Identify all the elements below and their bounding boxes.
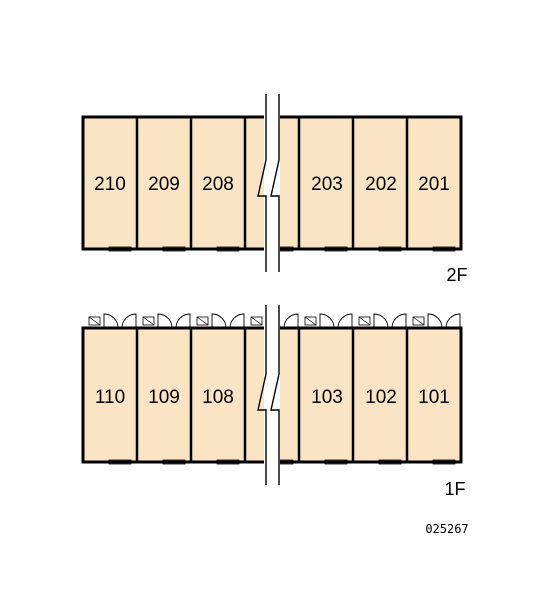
floor-2f-break — [257, 94, 280, 272]
floor-1f-block: 110 109 108 103 102 101 1F — [81, 305, 466, 499]
door-swing — [157, 313, 173, 329]
door-swing — [427, 313, 443, 329]
meter-box-line — [358, 316, 371, 326]
door-swing — [229, 313, 245, 329]
unit-label: 101 — [418, 387, 450, 408]
unit-label: 102 — [365, 387, 397, 408]
unit-label: 201 — [418, 174, 450, 195]
floor-label: 2F — [446, 265, 467, 285]
door-swing — [391, 313, 407, 329]
floor-1f-break — [257, 305, 280, 485]
floor-2f-block: 210 209 208 203 202 201 2F — [81, 94, 468, 285]
door-swing — [121, 313, 137, 329]
unit-label: 108 — [202, 387, 234, 408]
unit-label: 203 — [311, 174, 343, 195]
floor-1f-doors — [88, 313, 461, 329]
door-swing — [337, 313, 353, 329]
plan-code: 025267 — [425, 522, 468, 536]
meter-box-line — [304, 316, 317, 326]
unit-label: 103 — [311, 387, 343, 408]
unit-label: 208 — [202, 174, 234, 195]
door-swing — [283, 313, 299, 329]
floor-2f-dividers — [135, 117, 409, 249]
door-swing — [103, 313, 119, 329]
meter-box-line — [196, 316, 209, 326]
unit-label: 109 — [148, 387, 180, 408]
door-swing — [175, 313, 191, 329]
door-swing — [319, 313, 335, 329]
meter-box-line — [88, 316, 101, 326]
unit-label: 202 — [365, 174, 397, 195]
door-swing — [445, 313, 461, 329]
floor-label: 1F — [444, 479, 465, 499]
unit-label: 209 — [148, 174, 180, 195]
meter-box-line — [142, 316, 155, 326]
door-swing — [211, 313, 227, 329]
door-swing — [373, 313, 389, 329]
meter-box-line — [412, 316, 425, 326]
unit-label: 110 — [95, 387, 125, 408]
unit-label: 210 — [94, 174, 126, 195]
meter-box-line — [250, 316, 263, 326]
floor-1f-dividers — [135, 328, 409, 462]
